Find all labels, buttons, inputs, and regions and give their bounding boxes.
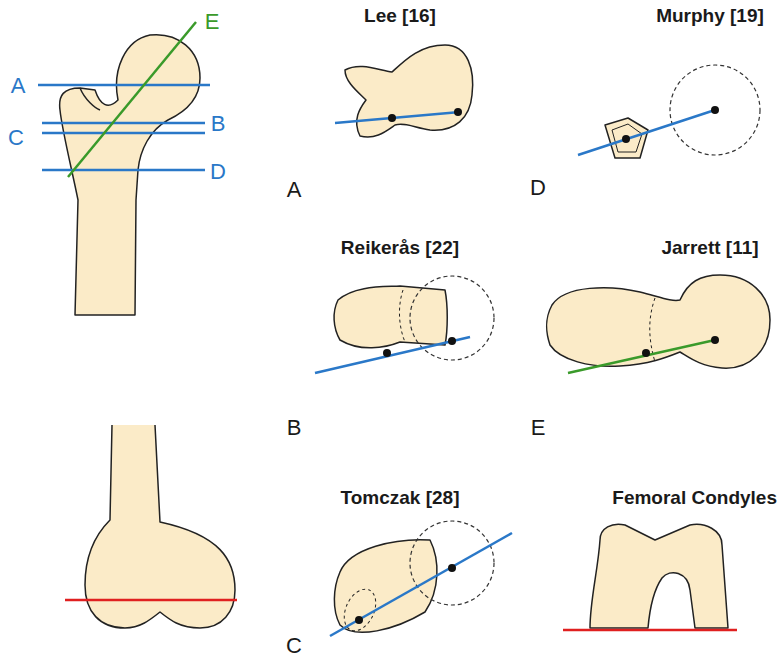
section-title: Jarrett [11] bbox=[661, 238, 758, 259]
section-letter: D bbox=[210, 160, 226, 184]
section-letter: C bbox=[8, 126, 24, 150]
section-title: Reikerås [22] bbox=[341, 238, 459, 259]
section-letter: B bbox=[211, 112, 226, 136]
section-title: Lee [16] bbox=[364, 6, 436, 27]
panel-letter: D bbox=[530, 176, 546, 200]
section-title: Murphy [19] bbox=[656, 6, 764, 27]
section-letter: E bbox=[205, 10, 220, 34]
panel-letter: A bbox=[287, 178, 302, 202]
panel-letter: E bbox=[531, 416, 546, 440]
panel-letter: C bbox=[286, 634, 302, 658]
section-title: Femoral Condyles bbox=[612, 488, 777, 509]
section-title: Tomczak [28] bbox=[341, 488, 460, 509]
section-letter: A bbox=[11, 74, 26, 98]
panel-letter: B bbox=[287, 416, 302, 440]
